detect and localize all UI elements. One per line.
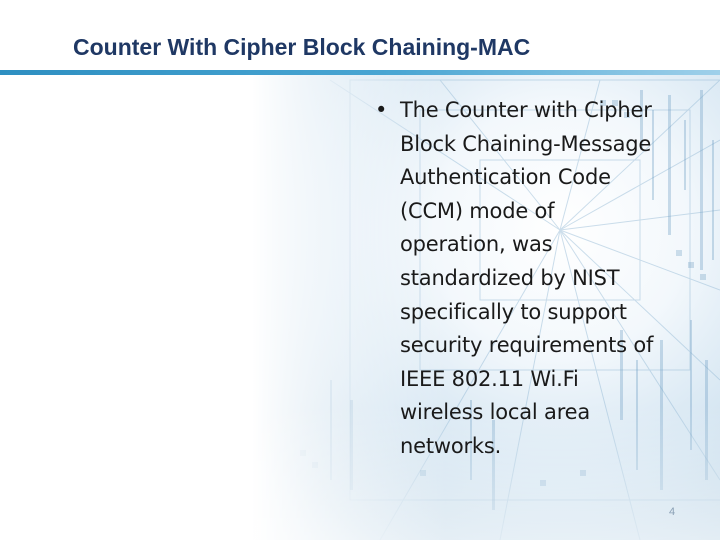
bullet-item: • The Counter with Cipher Block Chaining… bbox=[365, 94, 665, 464]
slide-title: Counter With Cipher Block Chaining-MAC bbox=[73, 34, 531, 60]
page-number: 4 bbox=[668, 506, 676, 518]
title-bar: Counter With Cipher Block Chaining-MAC bbox=[0, 0, 720, 75]
bullet-list: • The Counter with Cipher Block Chaining… bbox=[365, 94, 665, 464]
title-underline bbox=[0, 70, 720, 75]
bullet-text: The Counter with Cipher Block Chaining-M… bbox=[400, 98, 654, 458]
content-placeholder: • The Counter with Cipher Block Chaining… bbox=[365, 94, 665, 464]
bullet-icon: • bbox=[375, 98, 388, 122]
